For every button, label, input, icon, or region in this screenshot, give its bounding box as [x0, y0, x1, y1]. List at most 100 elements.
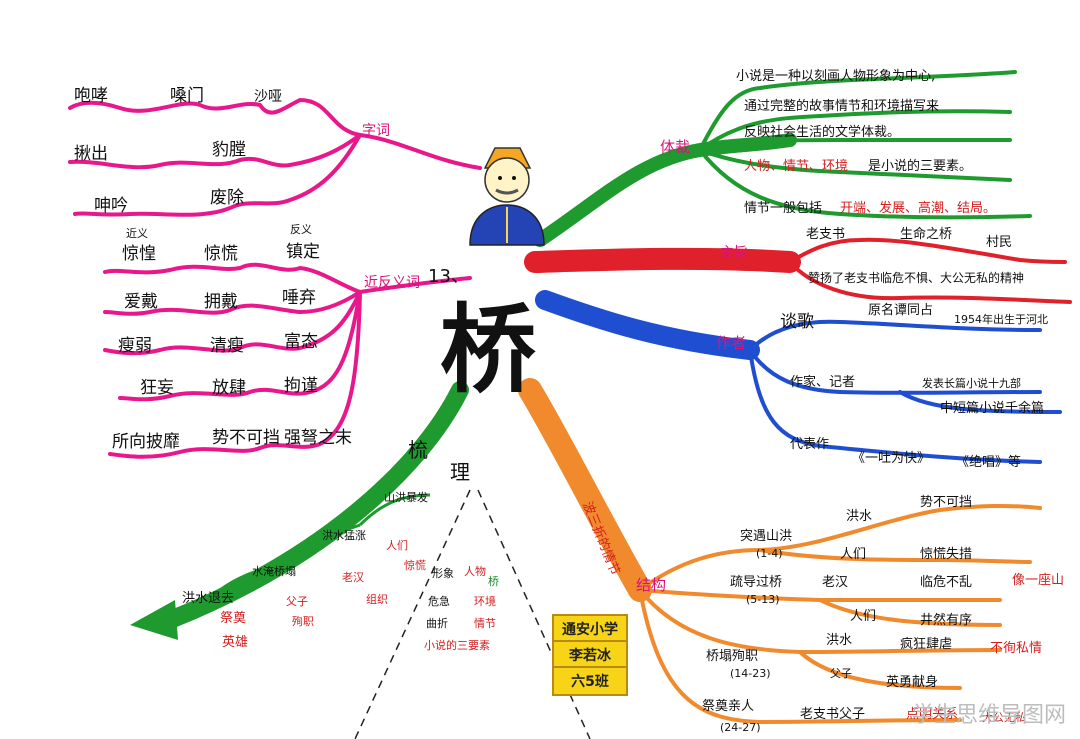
branch-label-synonyms: 近反义词	[364, 275, 420, 291]
word: 沙哑	[254, 89, 282, 105]
comb-hero: 英雄	[222, 635, 249, 650]
genre-line: 情节一般包括	[744, 201, 823, 216]
branch-label-genre: 体裁	[660, 138, 691, 156]
lesson-number: 13、	[428, 266, 469, 287]
word: 揪出	[74, 144, 108, 164]
branch-label-structure: 结构	[636, 576, 667, 594]
red-branch	[524, 237, 1072, 304]
genre-line-stages: 开端、发展、高潮、结局。	[840, 201, 997, 216]
structure-item: 点明关系	[906, 707, 959, 722]
author-works: 发表长篇小说十九部	[922, 377, 1021, 390]
author-orig: 原名谭同占	[868, 303, 934, 318]
comb-ritual: 祭奠	[220, 611, 247, 626]
branch-label-comb-1: 梳	[408, 438, 428, 462]
genre-line-elements: 人物、情节、环境	[744, 159, 849, 174]
structure-item: 像一座山	[1012, 573, 1065, 588]
comb-fatherson: 父子	[286, 595, 308, 608]
structure-item: 洪水	[826, 633, 853, 648]
orange-branch	[518, 378, 1042, 725]
pink-branch	[68, 97, 482, 459]
structure-item: 疯狂肆虐	[900, 637, 953, 652]
comb-twist-label: 曲折	[426, 617, 448, 630]
structure-stage: 桥塌殉职	[706, 649, 759, 664]
antonym: 拘谨	[284, 376, 318, 396]
green-branch	[533, 70, 1032, 247]
structure-item: 洪水	[846, 509, 873, 524]
antonym: 强弩之末	[284, 428, 352, 448]
old-man-figure	[469, 147, 545, 246]
word: 呻吟	[94, 196, 128, 216]
author-rep-label: 代表作	[790, 437, 830, 452]
comb-step: 洪水猛涨	[322, 529, 366, 542]
theme-item: 生命之桥	[900, 227, 953, 242]
branch-label-words: 字词	[362, 123, 390, 139]
word: 咆哮	[74, 86, 108, 106]
branch-label-comb-2: 理	[450, 460, 470, 484]
structure-item: 惊慌失措	[920, 547, 973, 562]
genre-line: 通过完整的故事情节和环境描写来	[744, 99, 940, 114]
genre-line: 是小说的三要素。	[868, 159, 973, 174]
structure-item: 英勇献身	[886, 675, 939, 690]
synonym: 惊慌	[204, 244, 238, 264]
synonym: 清瘦	[210, 336, 244, 356]
synonym: 拥戴	[204, 292, 238, 312]
comb-step: 山洪暴发	[384, 491, 428, 504]
class-tag: 六5班	[552, 666, 628, 696]
structure-item: 不徇私情	[990, 641, 1043, 656]
word: 废除	[210, 188, 244, 208]
comb-panic: 惊慌	[404, 559, 426, 572]
theme-item: 村民	[986, 235, 1013, 250]
synonym: 狂妄	[140, 378, 174, 398]
structure-item: 父子	[830, 667, 852, 680]
word: 嗓门	[170, 86, 204, 106]
branch-label-theme: 主旨	[720, 245, 748, 261]
comb-oldman: 老汉	[342, 571, 364, 584]
theme-item: 老支书	[806, 227, 846, 242]
structure-item: 大公无私	[982, 711, 1026, 724]
structure-item: 临危不乱	[920, 575, 973, 590]
comb-step: 水淹桥塌	[252, 565, 296, 578]
synonym: 放肆	[212, 378, 246, 398]
comb-bridge-tag: 桥	[488, 575, 499, 588]
author-rep: 《绝唱》等	[956, 455, 1022, 470]
structure-stage: 突遇山洪	[740, 529, 793, 544]
comb-three: 小说的三要素	[424, 639, 490, 652]
author-works: 中短篇小说千余篇	[940, 401, 1045, 416]
structure-item: 势不可挡	[920, 495, 973, 510]
genre-line: 小说是一种以刻画人物形象为中心,	[736, 69, 936, 84]
synonym: 势不可挡	[212, 428, 280, 448]
structure-range: (5-13)	[746, 593, 780, 606]
blue-branch	[535, 290, 1062, 464]
watermark: 学生思维导图网	[911, 703, 1066, 728]
branch-label-author: 作者	[716, 334, 747, 352]
comb-people: 人们	[386, 539, 408, 552]
structure-item: 人们	[840, 547, 867, 562]
student-name-tag: 李若冰	[552, 640, 628, 670]
antonym: 唾弃	[282, 288, 316, 308]
antonym: 富态	[284, 332, 318, 352]
comb-env-label: 危急	[428, 595, 450, 608]
structure-item: 老汉	[822, 575, 849, 590]
comb-env-value: 环境	[474, 595, 496, 608]
synonym: 惊惶	[122, 244, 156, 264]
structure-item: 井然有序	[920, 613, 973, 628]
author-rep: 《一吐为快》	[852, 451, 931, 466]
antonym: 镇定	[286, 242, 320, 262]
near-label: 近义	[126, 227, 148, 240]
comb-form-value: 人物	[464, 565, 486, 578]
green-arrow-branch	[130, 381, 469, 640]
comb-sacrifice: 殉职	[292, 615, 314, 628]
author-name: 谈歌	[780, 312, 814, 332]
genre-line: 反映社会生活的文学体裁。	[744, 125, 901, 140]
comb-step: 洪水退去	[182, 591, 235, 606]
structure-stage: 祭奠亲人	[702, 699, 755, 714]
comb-form-label: 形象	[432, 567, 454, 580]
page-title: 桥	[440, 293, 536, 406]
structure-item: 人们	[850, 609, 877, 624]
far-label: 反义	[290, 223, 312, 236]
structure-range: (1-4)	[756, 547, 783, 560]
author-job: 作家、记者	[790, 375, 856, 390]
structure-item: 老支书父子	[800, 707, 866, 722]
synonym: 所向披靡	[112, 432, 180, 452]
